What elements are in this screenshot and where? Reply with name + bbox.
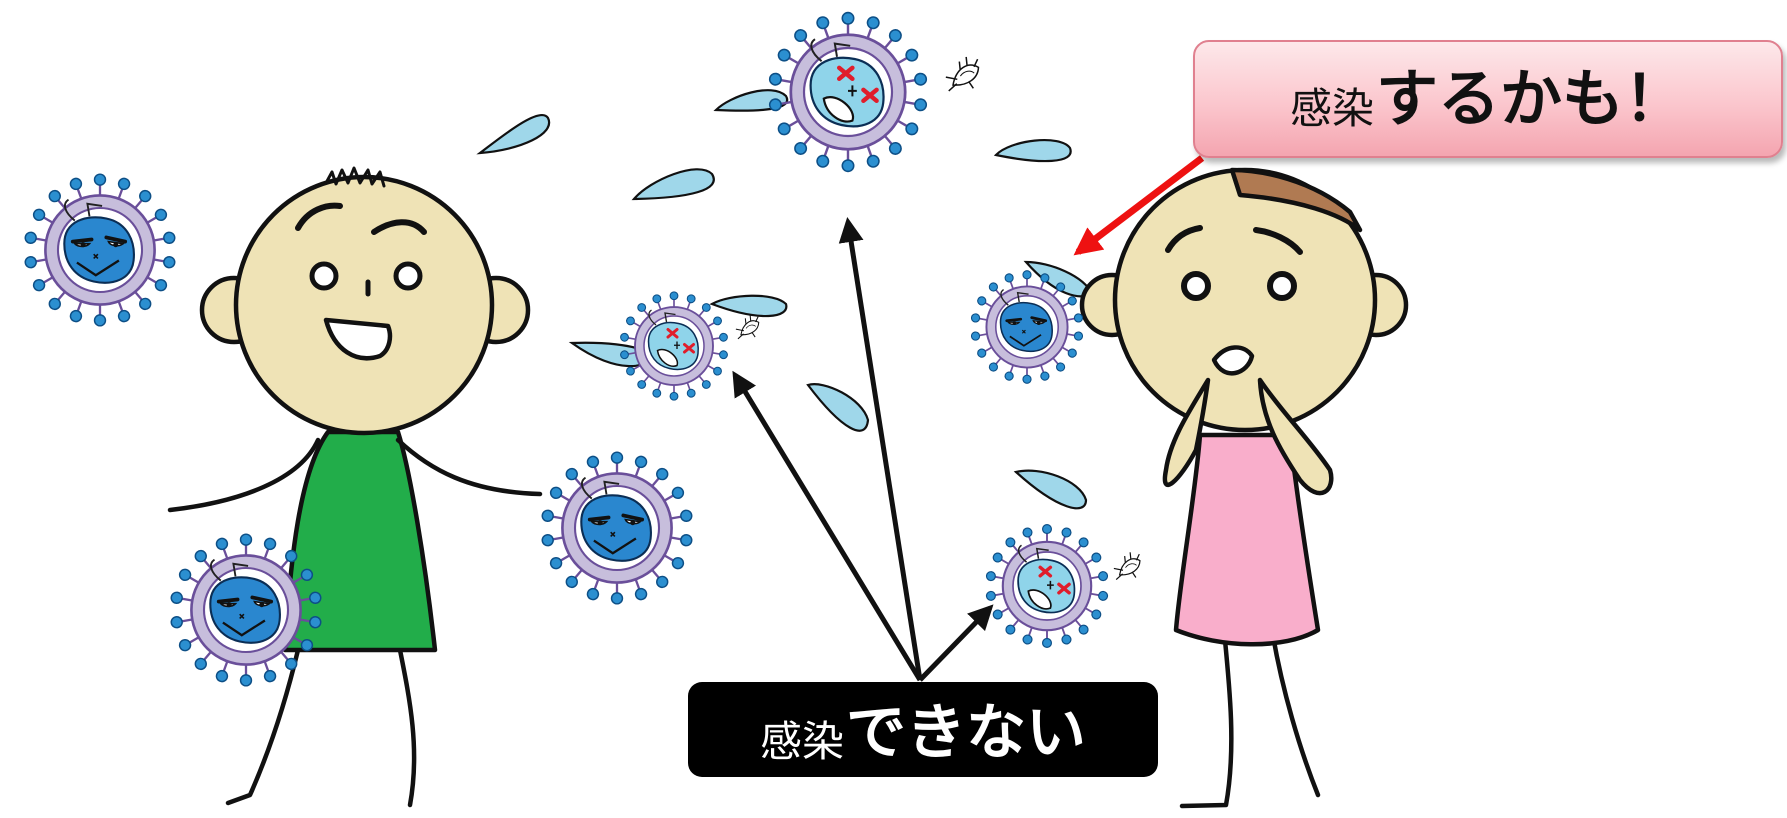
girl-shirt (1173, 432, 1321, 647)
droplet (993, 138, 1072, 163)
girl-right-eye (1267, 271, 1297, 301)
callout-may-infect-prefix: 感染 (1289, 84, 1374, 133)
boy-figure (167, 166, 543, 808)
bug-icon (1108, 548, 1148, 585)
arrow-to-left-virus (732, 370, 923, 682)
callout-cannot-infect: 感染できない (688, 682, 1158, 777)
droplet (806, 383, 870, 432)
boy-right-eye (393, 261, 423, 291)
boy-mouth (323, 317, 393, 361)
arrow-to-right-virus (918, 604, 994, 682)
girl-figure (1079, 167, 1409, 809)
girl-legs (1179, 627, 1321, 809)
boy-shirt (282, 429, 438, 653)
droplet (1013, 469, 1088, 510)
droplet (476, 114, 551, 155)
girl-left-eye (1181, 271, 1211, 301)
girl-right-hand (1257, 377, 1334, 496)
virus-inactive-left (620, 292, 728, 400)
girl-mouth (1211, 345, 1255, 376)
virus-active-middle (541, 452, 692, 604)
cannot-infect-arrows (732, 217, 994, 682)
callout-may-infect: 感染するかも！ (1193, 40, 1783, 158)
boy-right-arm (395, 437, 543, 497)
boy-head (233, 174, 495, 436)
droplet (709, 294, 788, 318)
virus-active-top-left (24, 174, 175, 326)
callout-cannot-infect-prefix: 感染 (759, 717, 844, 766)
girl-left-hand (1162, 377, 1211, 487)
droplet (631, 168, 715, 201)
girl-eyebrows (1165, 225, 1303, 255)
boy-hair (324, 166, 386, 188)
callout-cannot-infect-main: できない (846, 698, 1086, 768)
girl-hair (1229, 167, 1363, 233)
red-arrow (1073, 155, 1205, 256)
boy-left-eye (309, 261, 339, 291)
boy-left-arm (167, 437, 321, 513)
callout-may-infect-main: するかも！ (1376, 62, 1687, 135)
bug-icon (731, 312, 765, 344)
virus-inactive-bottom-right (986, 525, 1108, 648)
bug-icon (939, 52, 988, 98)
boy-eyebrows (295, 202, 427, 235)
arrow-to-top-virus (838, 217, 923, 681)
virus-inactive-top (769, 13, 927, 172)
boy-legs (225, 647, 417, 808)
